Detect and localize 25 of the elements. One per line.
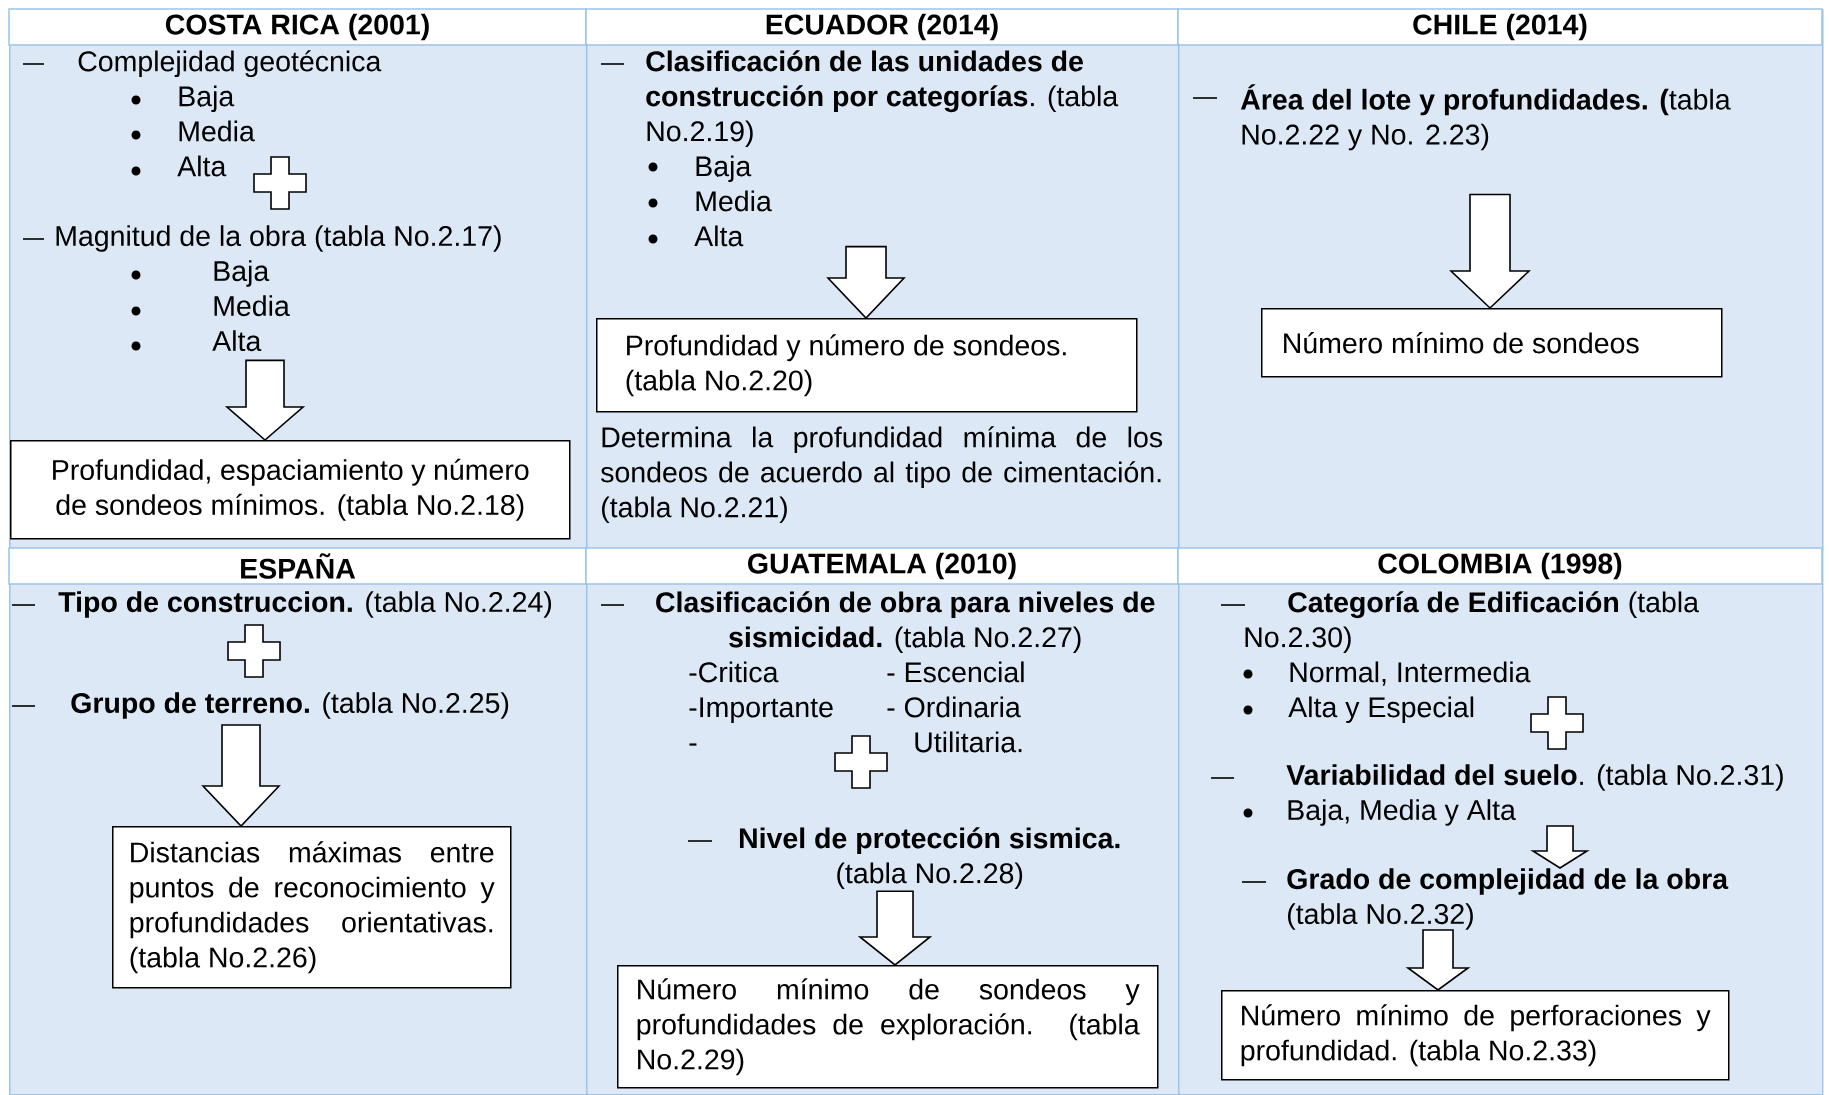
criterion-text: Categoría de Edificación (tabla No.2.30) Normal, Intermedia Alta y Especial xyxy=(1245,591,1699,723)
criterion-text: Nivel de protección sismica. (tabla No.2.28) xyxy=(739,827,1120,889)
block-arrow xyxy=(826,245,906,320)
block-arrow xyxy=(201,724,281,828)
result-box: Número mínimo de perforaciones y profundidad. (tabla No.2.33) xyxy=(1221,990,1730,1081)
criterion-text: Grado de complejidad de la obra (tabla No.2.32) xyxy=(1287,868,1729,930)
block-arrow xyxy=(224,359,306,442)
result-box: Número mínimo de sondeos xyxy=(1261,308,1723,378)
criterion-text: Grupo de terreno. (tabla No.2.25) xyxy=(71,692,509,719)
block-arrow xyxy=(1530,825,1590,869)
block-arrow xyxy=(857,890,933,967)
criterion-text: Complejidad geotécnica Baja Media Alta xyxy=(78,50,382,177)
criterion-text: Variabilidad del suelo. (tabla No.2.31) Baja, Media y Alta xyxy=(1286,764,1783,826)
block-arrow xyxy=(1405,929,1471,991)
block-arrow xyxy=(1449,193,1531,310)
criterion-text: Magnitud de la obra (tabla No.2.17) Baja Media Alta xyxy=(56,225,501,352)
criterion-text: Área del lote y profundidades. (tabla No.2.22 y No. 2.23) xyxy=(1240,84,1731,151)
criterion-text: Tipo de construccion. (tabla No.2.24) xyxy=(58,591,552,618)
note-text: Determina la profundidad mínima de los sondeos de acuerdo al tipo de cimentación. (tabla No.2.21) xyxy=(601,426,1163,524)
criterion-text: Clasificación de las unidades de construcción por categorías. (tabla No.2.19) Baja Media Alta xyxy=(646,50,1119,247)
result-box: Distancias máximas entre puntos de reconocimiento y profundidades orientativas. (tabla No.2.26) xyxy=(112,826,512,989)
result-box: Número mínimo de sondeos y profundidades de exploración. (tabla No.2.29) xyxy=(617,965,1159,1089)
result-box: Profundidad, espaciamiento y número de sondeos mínimos. (tabla No.2.18) xyxy=(10,440,571,540)
criterion-text: Clasificación de obra para niveles de sismicidad. (tabla No.2.27) -Critica - Escencial -Importante - Ordinaria - Utilitaria. xyxy=(656,591,1155,753)
result-box: Profundidad y número de sondeos. (tabla No.2.20) xyxy=(596,318,1138,413)
